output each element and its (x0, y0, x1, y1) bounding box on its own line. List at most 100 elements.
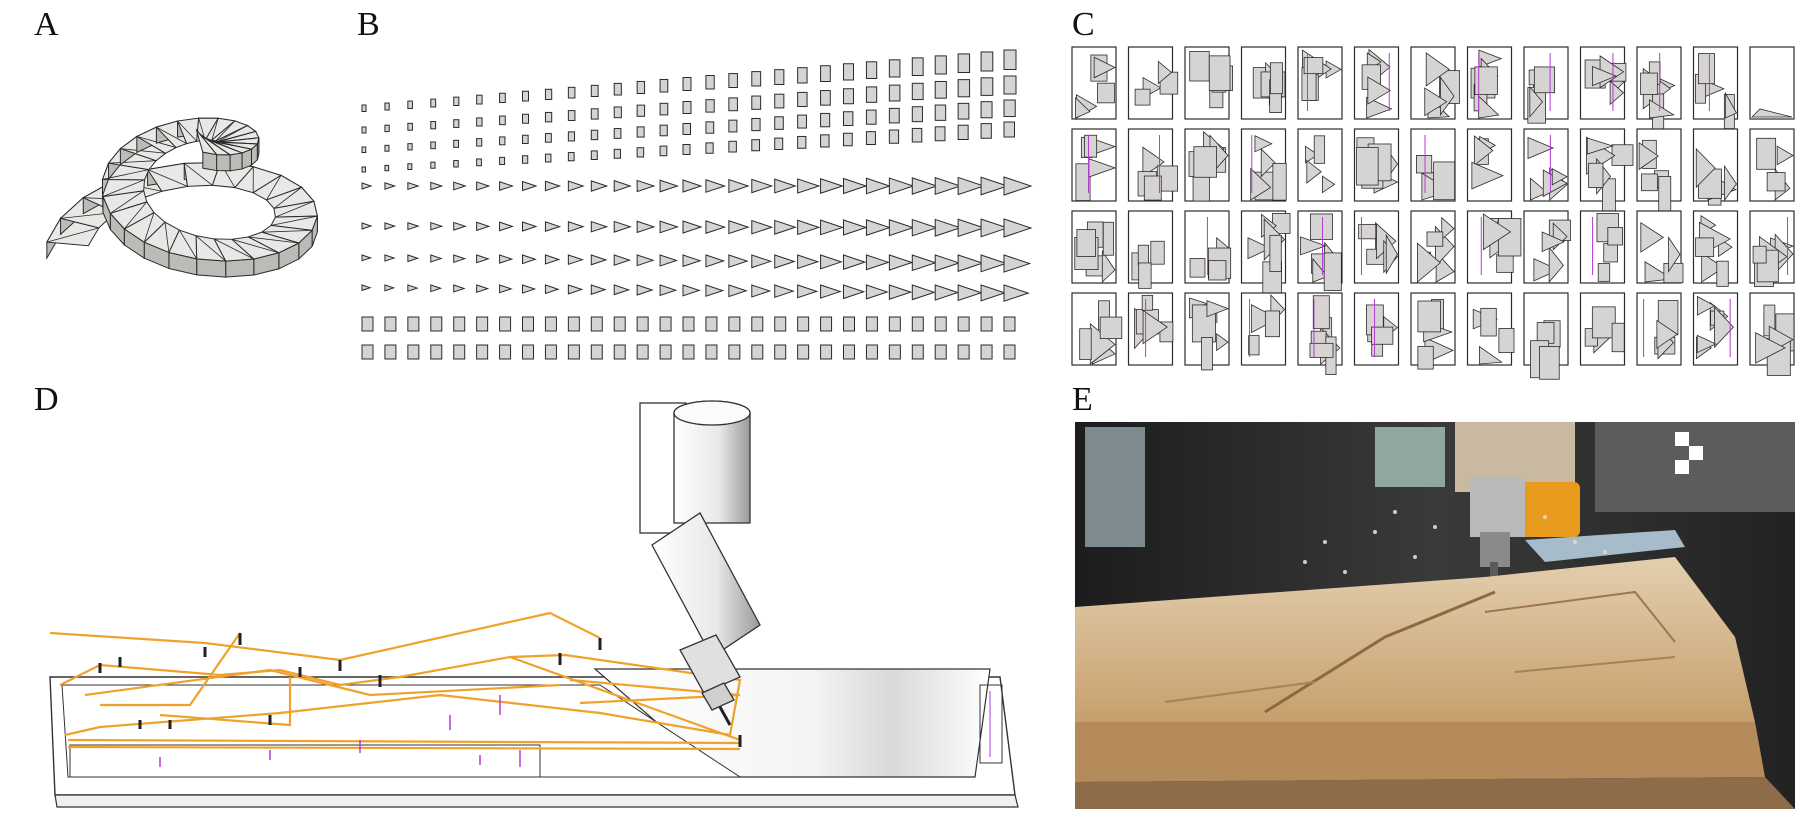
unrolled-panel (728, 344, 741, 360)
unrolled-panel (522, 221, 538, 232)
unrolled-panel (980, 218, 1010, 238)
unrolled-panel (957, 176, 986, 196)
unrolled-panel (980, 284, 1007, 302)
unrolled-panel (453, 284, 466, 293)
unrolled-panel (522, 254, 537, 265)
unrolled-panel (590, 316, 603, 332)
toolpath-markers (98, 633, 742, 747)
unrolled-panel (980, 254, 1008, 273)
unrolled-panel (476, 117, 483, 127)
unrolled-panel (911, 316, 924, 332)
unrolled-panel (751, 139, 761, 152)
unrolled-panel (865, 177, 892, 195)
unrolled-panel (705, 75, 715, 90)
unrolled-panel (1003, 218, 1033, 238)
unrolled-panel (636, 220, 656, 234)
unrolled-panel (751, 71, 762, 87)
unrolled-panel (797, 344, 810, 360)
unrolled-panel (751, 178, 774, 194)
unrolled-panel (430, 284, 443, 293)
unrolled-panel (590, 220, 609, 233)
nesting-sheet (1410, 210, 1456, 284)
nesting-sheet (1240, 46, 1287, 120)
unrolled-panel (613, 254, 632, 266)
unrolled-panel (361, 254, 373, 262)
machine-bed (49, 668, 1019, 808)
nesting-sheet (1184, 292, 1230, 371)
unrolled-panel (659, 124, 668, 137)
unrolled-panel (911, 284, 936, 301)
unrolled-panels-layout (350, 45, 1060, 375)
unrolled-panel (476, 138, 483, 147)
unrolled-panel (728, 284, 748, 298)
panel-label-a: A (34, 6, 59, 43)
unrolled-panel (865, 131, 876, 146)
unrolled-panel (499, 254, 514, 264)
unrolled-panel (567, 110, 576, 121)
unrolled-panel (682, 254, 702, 268)
unrolled-panel (682, 220, 703, 234)
unrolled-panel (820, 112, 831, 128)
unrolled-panel (659, 145, 668, 157)
unrolled-panel (590, 84, 599, 98)
nesting-sheet (1184, 210, 1232, 284)
unrolled-panel (453, 139, 460, 148)
nesting-sheet (1184, 46, 1233, 120)
unrolled-panel (613, 316, 626, 332)
unrolled-panel (682, 344, 695, 360)
nesting-sheet (1353, 292, 1400, 366)
unrolled-panel (843, 344, 855, 360)
unrolled-panel (522, 316, 534, 332)
unrolled-panel (636, 284, 654, 296)
spiral-step (168, 229, 198, 276)
spiral-step (198, 133, 232, 172)
unrolled-panel (934, 80, 947, 99)
unrolled-panel (1003, 121, 1015, 138)
nesting-sheet (1636, 128, 1682, 215)
panel-label-c: C (1072, 6, 1095, 43)
unrolled-panel (911, 82, 924, 101)
unrolled-panel (865, 109, 877, 125)
unrolled-panel (843, 254, 867, 270)
unrolled-panel (1003, 75, 1017, 95)
unrolled-panel (522, 284, 537, 294)
unrolled-panel (636, 104, 646, 117)
unrolled-panel (613, 179, 632, 193)
unrolled-panel (1003, 99, 1016, 117)
nesting-sheets-grid (1070, 45, 1805, 380)
unrolled-panel (476, 158, 482, 167)
unrolled-panel (820, 344, 833, 360)
nesting-sheet (1692, 210, 1739, 287)
unrolled-panel (384, 254, 396, 262)
unrolled-panel (957, 254, 985, 272)
nesting-sheet (1353, 128, 1400, 202)
unrolled-panel (820, 90, 831, 106)
unrolled-panel (934, 126, 946, 142)
unrolled-panel (728, 254, 749, 268)
nesting-sheet (1579, 292, 1626, 366)
unrolled-panel (820, 284, 842, 299)
unrolled-panel (728, 316, 741, 332)
unrolled-panel (407, 122, 413, 131)
unrolled-panel (384, 222, 397, 230)
unrolled-panel (728, 73, 738, 88)
unrolled-panel (659, 254, 679, 267)
unrolled-panel (843, 284, 866, 300)
unrolled-panel (361, 284, 372, 292)
unrolled-panel (613, 82, 622, 96)
unrolled-panel (384, 102, 390, 111)
unrolled-panel (453, 181, 467, 191)
unrolled-panel (407, 284, 419, 292)
unrolled-panel (613, 344, 626, 360)
nesting-sheet (1127, 128, 1178, 202)
unrolled-panel (522, 90, 529, 102)
unrolled-panel (430, 344, 443, 360)
spiral-step (176, 117, 200, 145)
unrolled-panel (911, 218, 939, 237)
unrolled-panel (843, 132, 853, 147)
unrolled-panel (613, 220, 632, 233)
unrolled-panel (865, 86, 878, 103)
panel-label-d: D (34, 381, 59, 418)
unrolled-panel (705, 121, 715, 134)
unrolled-panel (1003, 344, 1016, 360)
